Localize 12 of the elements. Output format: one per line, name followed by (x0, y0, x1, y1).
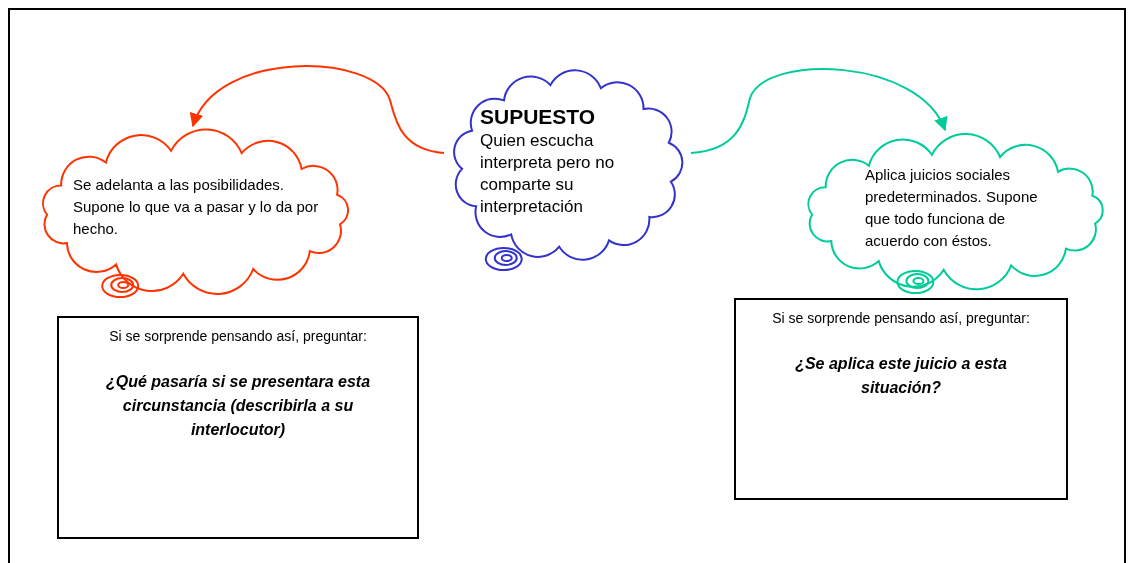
question-text: ¿Qué pasaría si se presentara esta circunstancia (describirla a su interlocutor) (104, 372, 372, 440)
cloud-text: Aplica juicios sociales predeterminados. Supone que todo funciona de acuerdo con éstos. (865, 165, 1039, 251)
cloud-heading: SUPUESTO (480, 104, 597, 130)
instruction-text: Si se sorprende pensando así, preguntar: (772, 309, 1030, 328)
question-box (57, 316, 419, 539)
curved-arrow (690, 68, 946, 154)
question-box (734, 298, 1068, 500)
cloud-text: Se adelanta a las posibilidades. Supone lo que va a pasar y lo da por hecho. (73, 175, 320, 239)
question-text: ¿Se aplica este juicio a esta situación? (794, 354, 1008, 398)
instruction-text: Si se sorprende pensando así, preguntar: (109, 327, 367, 346)
curved-arrow (192, 65, 445, 154)
cloud-text: Quien escucha interpreta pero no comparte su interpretación (480, 130, 616, 219)
